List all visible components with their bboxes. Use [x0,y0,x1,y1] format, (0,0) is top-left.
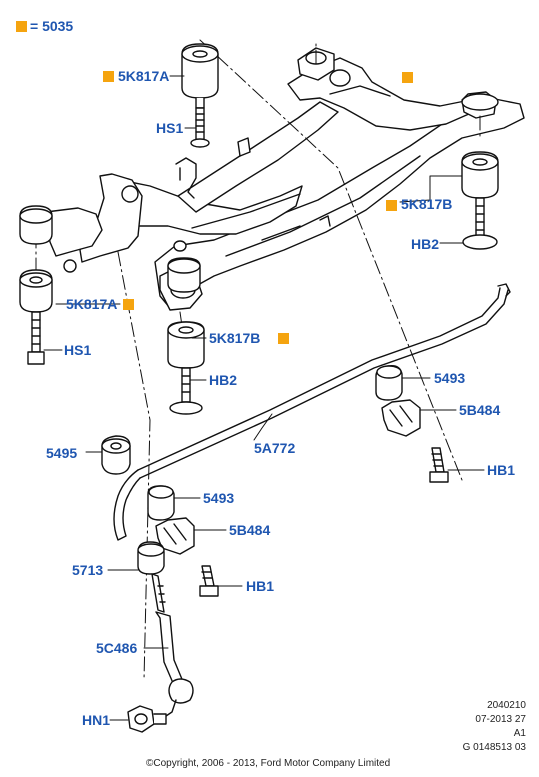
callout-hs1-left: HS1 [64,342,92,358]
callout-5k817b-right: 5K817B [401,196,453,212]
callout-hb1-right: HB1 [487,462,516,478]
callout-5493-right: 5493 [434,370,466,386]
copyright-notice: ©Copyright, 2006 - 2013, Ford Motor Comp… [146,758,391,769]
marker-k817b-right [386,200,397,211]
callout-hb2-mid: HB2 [209,372,238,388]
marker-k817b-mid [278,333,289,344]
callout-5493-mid: 5493 [203,490,235,506]
ref-date: 07-2013 27 [475,714,526,725]
callout-5b484-right: 5B484 [459,402,501,418]
marker-subframe [402,72,413,83]
bushing-middle [167,257,205,415]
leader-lines [43,75,485,721]
callout-5b484-mid: 5B484 [229,522,271,538]
legend-label: = 5035 [30,18,74,34]
ref-drawing-id: G 0148513 03 [462,742,526,753]
callout-hb1-mid: HB1 [246,578,275,594]
callout-hn1: HN1 [82,712,111,728]
callout-hs1-top: HS1 [156,120,184,136]
stabilizer-link [127,541,194,733]
legend-marker [16,21,27,32]
callout-5495: 5495 [46,445,78,461]
bushing-top [181,43,219,148]
marker-k817a-top [103,71,114,82]
ref-number: 2040210 [487,700,526,711]
subframe [45,47,525,311]
callout-hb2-right: HB2 [411,236,440,252]
callout-5713: 5713 [72,562,104,578]
callout-5c486: 5C486 [96,640,138,656]
callout-5k817a-left: 5K817A [66,296,118,312]
bushing-right [461,93,499,250]
bar-hardware [101,364,449,597]
ref-revision: A1 [513,728,526,739]
marker-k817a-left [123,299,134,310]
stabilizer-bar [113,283,511,541]
callout-5k817b-mid: 5K817B [209,330,261,346]
bushing-left [19,205,53,365]
callout-5k817a-top: 5K817A [118,68,170,84]
callout-5a772: 5A772 [254,440,296,456]
